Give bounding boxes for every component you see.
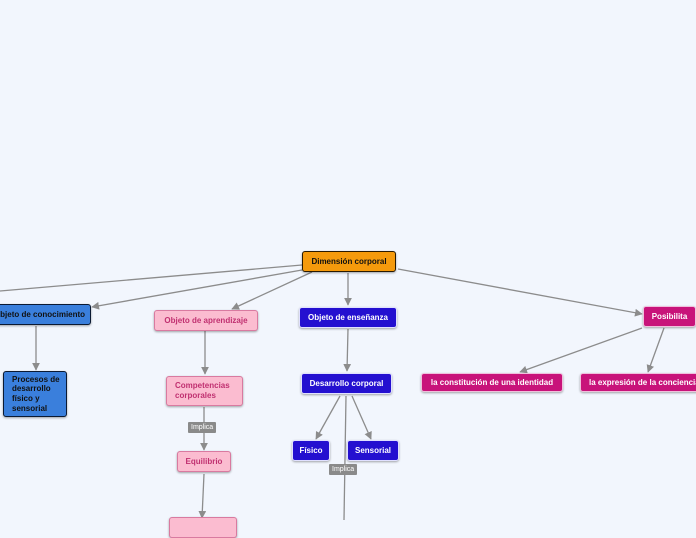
node-partial-bottom[interactable] [169,517,237,538]
link-root-conocimiento-2 [91,269,303,310]
node-objeto-ensenanza[interactable]: Objeto de enseñanza [299,307,397,328]
link-desarrollo-down [343,395,347,520]
link-equilibrio-next [198,473,207,519]
node-equilibrio[interactable]: Equilibrio [177,451,231,472]
link-ensenanza-desarrollo [343,328,352,372]
node-procesos-desarrollo[interactable]: Procesos de desarrollo físico y sensoria… [3,371,67,417]
node-competencias-corporales[interactable]: Competencias corporales [166,376,243,406]
node-sensorial[interactable]: Sensorial [347,440,399,461]
link-posibilita-expresion [646,327,665,373]
link-desarrollo-sensorial [351,395,372,440]
link-root-aprendizaje [231,271,313,310]
link-posibilita-identidad [519,327,643,374]
node-fisico[interactable]: Físico [292,440,330,461]
node-objeto-conocimiento[interactable]: Objeto de conocimiento [0,304,91,325]
node-constitucion-identidad[interactable]: la constitución de una identidad [421,373,563,392]
node-objeto-aprendizaje[interactable]: Objeto de aprendizaje [154,310,258,331]
node-posibilita[interactable]: Posibilita [643,306,696,327]
link-root-posibilita [397,268,643,317]
node-desarrollo-corporal[interactable]: Desarrollo corporal [301,373,392,394]
link-root-conocimiento [0,264,303,292]
node-dimension-corporal[interactable]: Dimensión corporal [302,251,396,272]
tag-implica-1: Implica [188,422,217,433]
link-desarrollo-fisico [315,395,341,440]
tag-implica-2: Implica [329,464,358,475]
node-expresion-conciencia[interactable]: la expresión de la conciencia [580,373,696,392]
connector-layer [0,264,696,520]
